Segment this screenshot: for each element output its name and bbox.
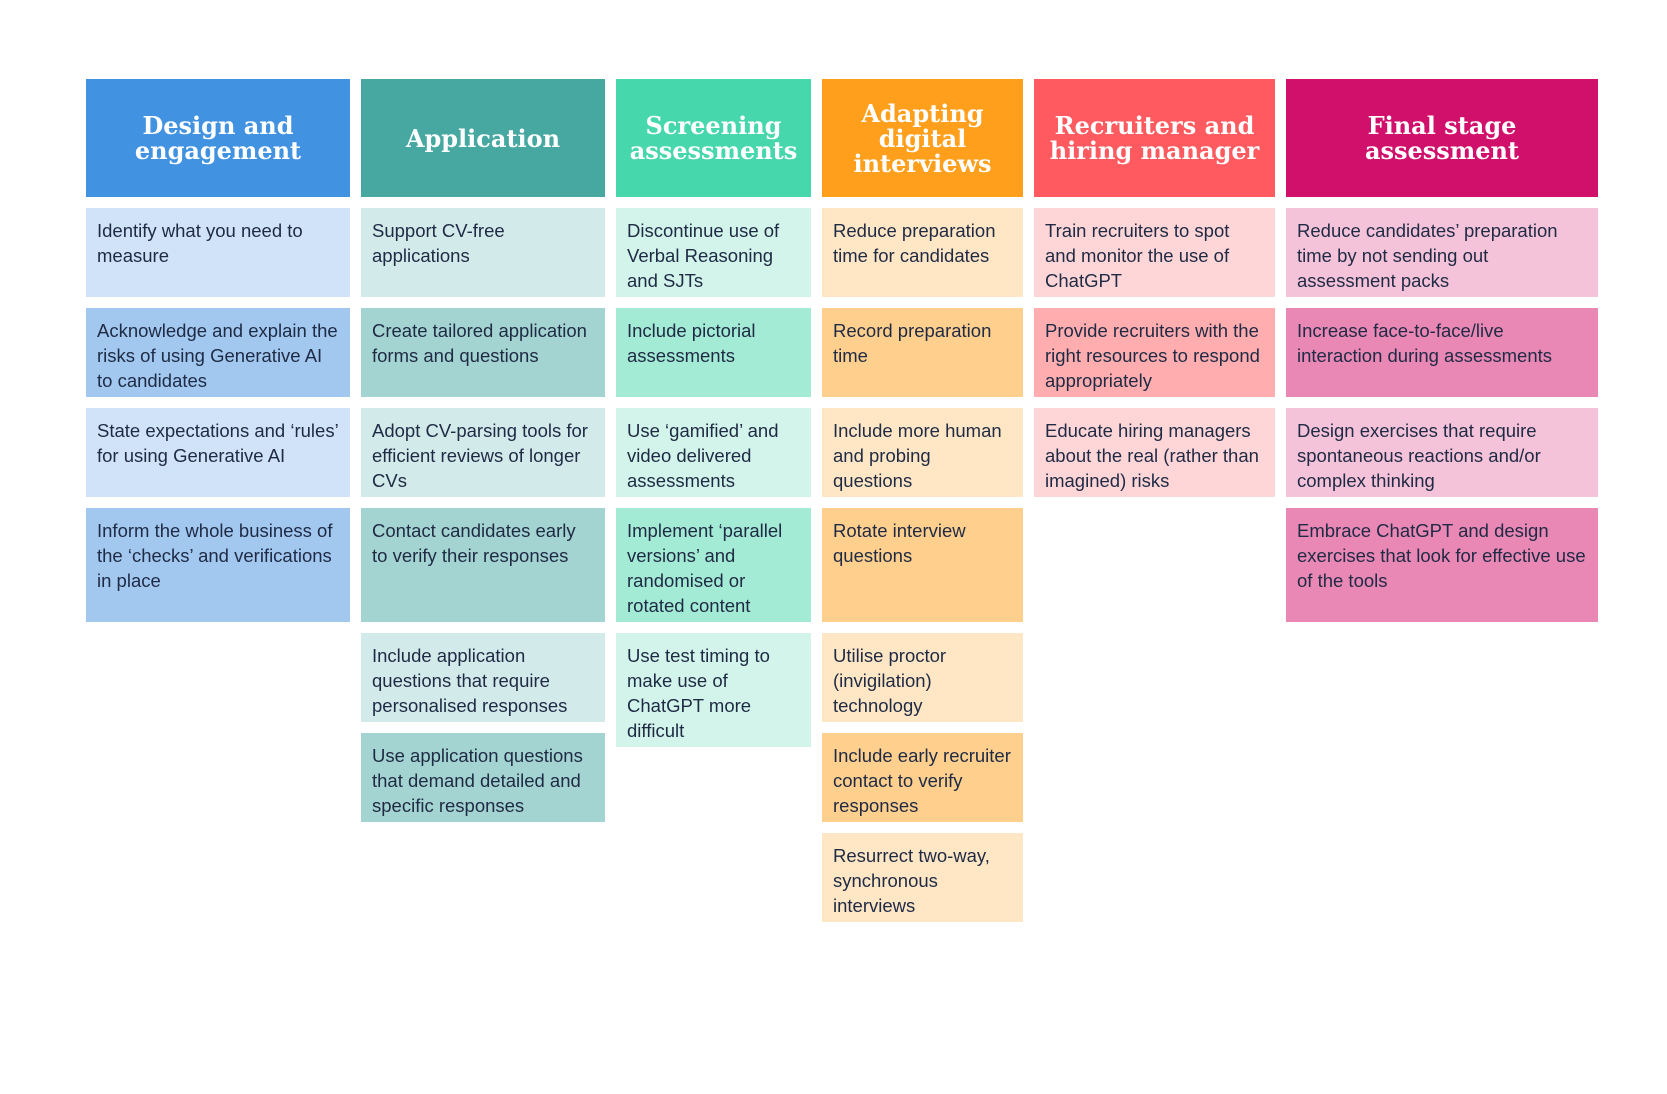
card-text: Embrace ChatGPT and design exercises tha… [1297,520,1586,591]
card-text: Increase face-to-face/live interaction d… [1297,320,1553,366]
column-header: Recruiters and hiring manager [1034,79,1275,197]
card: Utilise proctor (invigilation) technolog… [822,633,1023,722]
card-text: Utilise proctor (invigilation) technolog… [833,645,947,716]
card: Reduce candidates’ preparation time by n… [1286,208,1598,297]
card: Contact candidates early to verify their… [361,508,605,622]
card: Identify what you need to measure [86,208,350,297]
card: Record preparation time [822,308,1023,397]
card-text: Include early recruiter contact to verif… [833,745,1011,816]
card-text: Implement ‘parallel versions’ and random… [627,520,783,616]
card-text: Educate hiring managers about the real (… [1045,420,1259,491]
card-text: Acknowledge and explain the risks of usi… [97,320,338,391]
card: Implement ‘parallel versions’ and random… [616,508,811,622]
column-header: Application [361,79,605,197]
card-text: Reduce candidates’ preparation time by n… [1297,220,1558,291]
card: Resurrect two-way, synchronous interview… [822,833,1023,922]
card: Use application questions that demand de… [361,733,605,822]
card-text: State expectations and ‘rules’ for using… [97,420,338,466]
card: Acknowledge and explain the risks of usi… [86,308,350,397]
card: Use ‘gamified’ and video delivered asses… [616,408,811,497]
card: Inform the whole business of the ‘checks… [86,508,350,622]
column-adapting-digital-interviews: Adapting digital interviews Reduce prepa… [822,79,1023,922]
card-text: Record preparation time [833,320,992,366]
column-screening-assessments: Screening assessments Discontinue use of… [616,79,811,747]
card: Increase face-to-face/live interaction d… [1286,308,1598,397]
card-text: Inform the whole business of the ‘checks… [97,520,333,591]
card: Discontinue use of Verbal Reasoning and … [616,208,811,297]
card: Provide recruiters with the right resour… [1034,308,1275,397]
card: Embrace ChatGPT and design exercises tha… [1286,508,1598,622]
card-text: Resurrect two-way, synchronous interview… [833,845,990,916]
card-text: Discontinue use of Verbal Reasoning and … [627,220,780,291]
column-header: Adapting digital interviews [822,79,1023,197]
card-text: Design exercises that require spontaneou… [1297,420,1541,491]
card-text: Create tailored application forms and qu… [372,320,587,366]
strategy-board: Design and engagement Identify what you … [86,79,1598,979]
card: Reduce preparation time for candidates [822,208,1023,297]
column-recruiters-and-hiring-manager: Recruiters and hiring manager Train recr… [1034,79,1275,497]
column-design-and-engagement: Design and engagement Identify what you … [86,79,350,622]
card: Adopt CV-parsing tools for efficient rev… [361,408,605,497]
card-text: Use test timing to make use of ChatGPT m… [627,645,770,741]
column-header: Screening assessments [616,79,811,197]
card-text: Provide recruiters with the right resour… [1045,320,1260,391]
column-header: Final stage assessment [1286,79,1598,197]
card: State expectations and ‘rules’ for using… [86,408,350,497]
card: Rotate interview questions [822,508,1023,622]
card-text: Identify what you need to measure [97,220,303,266]
card: Design exercises that require spontaneou… [1286,408,1598,497]
card: Include application questions that requi… [361,633,605,722]
card-text: Support CV-free applications [372,220,505,266]
card: Support CV-free applications [361,208,605,297]
column-header: Design and engagement [86,79,350,197]
card-text: Rotate interview questions [833,520,966,566]
card-text: Include application questions that requi… [372,645,568,716]
card: Train recruiters to spot and monitor the… [1034,208,1275,297]
card-text: Use ‘gamified’ and video delivered asses… [627,420,779,491]
card-text: Adopt CV-parsing tools for efficient rev… [372,420,588,491]
column-application: Application Support CV-free applications… [361,79,605,822]
column-final-stage-assessment: Final stage assessment Reduce candidates… [1286,79,1598,622]
card: Include more human and probing questions [822,408,1023,497]
card-text: Use application questions that demand de… [372,745,583,816]
card: Educate hiring managers about the real (… [1034,408,1275,497]
card: Include early recruiter contact to verif… [822,733,1023,822]
card: Create tailored application forms and qu… [361,308,605,397]
card-text: Include pictorial assessments [627,320,756,366]
card-text: Train recruiters to spot and monitor the… [1045,220,1230,291]
card: Use test timing to make use of ChatGPT m… [616,633,811,747]
card-text: Contact candidates early to verify their… [372,520,576,566]
card: Include pictorial assessments [616,308,811,397]
card-text: Reduce preparation time for candidates [833,220,996,266]
card-text: Include more human and probing questions [833,420,1002,491]
